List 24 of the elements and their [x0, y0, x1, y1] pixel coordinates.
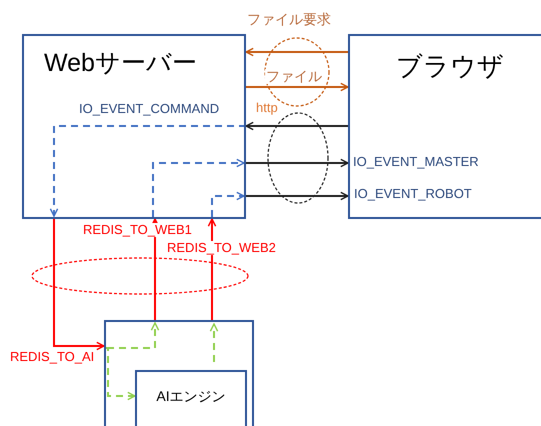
arrow: [53, 219, 105, 350]
edge-label: IO_EVENT_ROBOT: [353, 187, 473, 202]
arrow: [245, 48, 348, 56]
arrow: [246, 158, 349, 168]
arrow: [246, 82, 349, 92]
arrow: [150, 218, 160, 320]
node-title: Webサーバー: [44, 50, 197, 78]
arrow: [208, 218, 216, 320]
edge-label: REDIS_TO_WEB2: [166, 241, 277, 256]
process-box: [22, 34, 246, 219]
node-title: AIエンジン: [155, 389, 227, 404]
edge-label: REDIS_TO_WEB1: [82, 223, 193, 238]
edge-label: ファイル: [265, 69, 323, 84]
protocol-label: http: [256, 101, 278, 116]
node-title: ブラウザ: [396, 52, 504, 81]
process-box: [104, 320, 254, 426]
arrow: [104, 347, 136, 400]
edge-label: IO_EVENT_COMMAND: [78, 102, 220, 116]
arrow: [245, 122, 348, 130]
arrow: [246, 192, 349, 200]
edge-label: ファイル要求: [246, 12, 332, 28]
edge-label: IO_EVENT_MASTER: [352, 155, 480, 170]
process-box: [135, 370, 247, 426]
edge-label: REDIS_TO_AI: [9, 350, 96, 364]
